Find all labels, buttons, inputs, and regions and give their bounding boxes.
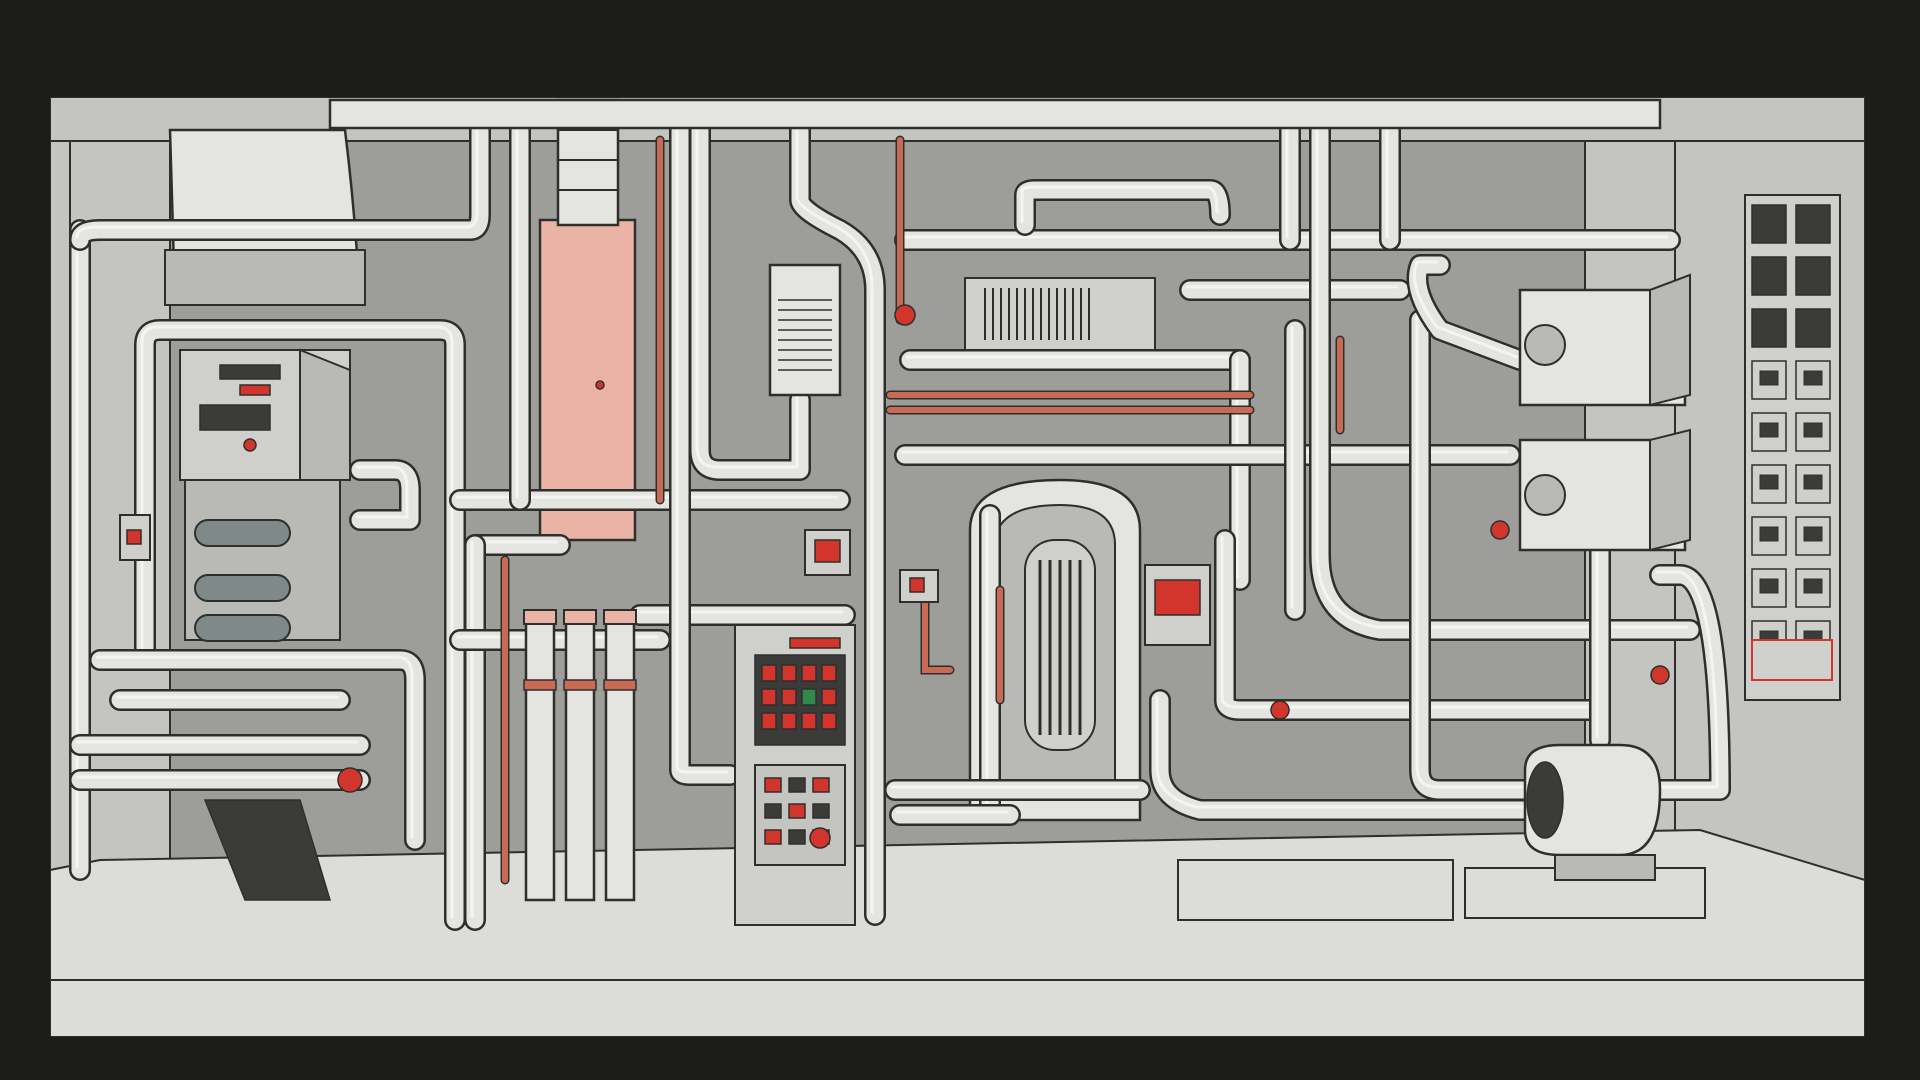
outer-frame (0, 0, 1920, 97)
breaker-6 (1795, 308, 1831, 348)
riser-3 (604, 618, 636, 902)
breaker-switch-12 (1803, 474, 1823, 490)
tank-rivet (595, 380, 605, 390)
pipe-highlight-15 (675, 115, 729, 774)
air-duct-collar (164, 249, 366, 306)
upper-button-6 (781, 688, 797, 706)
breaker-3 (1751, 256, 1787, 296)
breaker-13 (1751, 516, 1787, 556)
outer-frame-left (0, 0, 50, 1080)
upper-button-9 (761, 712, 777, 730)
copper-line-7 (922, 597, 953, 673)
pipe-highlight-22 (1020, 185, 1219, 224)
riser-band-1 (523, 679, 557, 691)
breaker-8 (1795, 360, 1831, 400)
pipe-highlight-24 (1315, 110, 1689, 629)
breaker-2 (1795, 204, 1831, 244)
lower-button-7 (764, 829, 782, 845)
riser-band-3 (603, 679, 637, 691)
outer-frame-bottom (0, 1037, 1920, 1080)
breaker-switch-15 (1759, 578, 1779, 594)
outer-frame-right (1865, 0, 1920, 1080)
pipe-highlight-16 (695, 115, 799, 469)
lower-button-2 (788, 777, 806, 793)
coil-2 (194, 574, 291, 602)
centrifugal-pump (1523, 743, 1662, 857)
upper-button-4 (821, 664, 837, 682)
breaker-switch-8 (1803, 370, 1823, 386)
riser-2 (564, 618, 596, 902)
breaker-1 (1751, 204, 1787, 244)
electrical-panel (1744, 194, 1841, 701)
pipe-highlight-3 (140, 325, 454, 919)
lower-main-knob (809, 827, 831, 849)
riser-1 (524, 618, 556, 902)
breaker-switch-7 (1759, 370, 1779, 386)
lower-button-4 (764, 803, 782, 819)
breaker-switch-14 (1803, 526, 1823, 542)
riser-cap-2 (563, 609, 597, 625)
breaker-switch-10 (1803, 422, 1823, 438)
copper-lines (500, 135, 1665, 885)
center-control-stack (734, 624, 856, 926)
arched-door (968, 478, 1142, 822)
lower-button-1 (764, 777, 782, 793)
upper-button-10 (781, 712, 797, 730)
upper-button-12 (821, 712, 837, 730)
upper-button-2 (781, 664, 797, 682)
breaker-switch-9 (1759, 422, 1779, 438)
lower-button-5 (788, 803, 806, 819)
pipe-highlight-33 (1655, 570, 1719, 789)
lower-button-8 (788, 829, 806, 845)
pipe-network (69, 98, 1731, 931)
vent-grille-icon (964, 277, 1156, 351)
breaker-label-plate (1751, 639, 1833, 681)
filter-canister (768, 263, 842, 397)
pipe-highlight-8 (355, 465, 409, 519)
air-handler (164, 128, 366, 306)
breaker-switch-11 (1759, 474, 1779, 490)
valve-icon (337, 304, 1670, 793)
upper-button-7 (801, 688, 817, 706)
pipe-3 (136, 321, 464, 929)
upper-button-11 (801, 712, 817, 730)
pipe-highlight-30 (1220, 535, 1589, 709)
riser-cap-3 (603, 609, 637, 625)
gauge-icon (119, 514, 1211, 646)
pipe-highlight-29 (1155, 695, 1559, 809)
pipe-highlight-17 (795, 115, 874, 914)
upper-button-3 (801, 664, 817, 682)
control-panel-icon (179, 348, 351, 481)
riser-cap-1 (523, 609, 557, 625)
coil-3 (194, 614, 291, 642)
riser-band-2 (563, 679, 597, 691)
upper-button-5 (761, 688, 777, 706)
breaker-switch-13 (1759, 526, 1779, 542)
lower-button-6 (812, 803, 830, 819)
ceiling-main-pipe (328, 98, 1662, 130)
upper-button-1 (761, 664, 777, 682)
breaker-5 (1751, 308, 1787, 348)
breaker-switch-16 (1803, 578, 1823, 594)
pump-icon (1518, 273, 1691, 881)
pipe-highlight-2 (75, 115, 479, 239)
breaker-4 (1795, 256, 1831, 296)
pipe-highlight-31 (1415, 315, 1524, 789)
coil-1 (194, 519, 291, 547)
pipe-2 (71, 111, 489, 249)
pipe-highlight-4 (95, 655, 414, 839)
pipe-22 (1016, 181, 1229, 234)
breaker-9 (1751, 412, 1787, 452)
left-heat-exchanger (184, 469, 341, 901)
floor-plate-1 (1177, 859, 1454, 921)
lower-button-3 (812, 777, 830, 793)
exchanger-legs (203, 799, 332, 901)
pipe-highlight-34 (1413, 260, 1519, 359)
floor-front-edge (49, 979, 1866, 1038)
upper-button-8 (821, 688, 837, 706)
